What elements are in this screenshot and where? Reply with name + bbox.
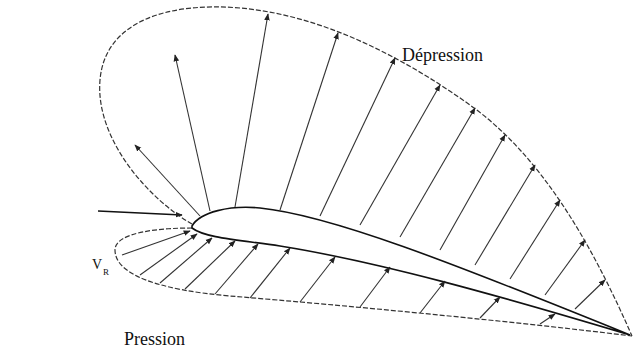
suction-arrows bbox=[135, 14, 605, 309]
vector-subscript: R bbox=[103, 268, 109, 277]
vector-name: V bbox=[92, 258, 102, 272]
region-label: Pression bbox=[124, 330, 185, 348]
region-label: Dépression bbox=[402, 46, 483, 64]
pressure-arrows bbox=[122, 231, 555, 324]
wind-arrow bbox=[98, 211, 182, 215]
suction-envelope bbox=[100, 7, 632, 336]
airfoil-profile bbox=[192, 207, 630, 335]
